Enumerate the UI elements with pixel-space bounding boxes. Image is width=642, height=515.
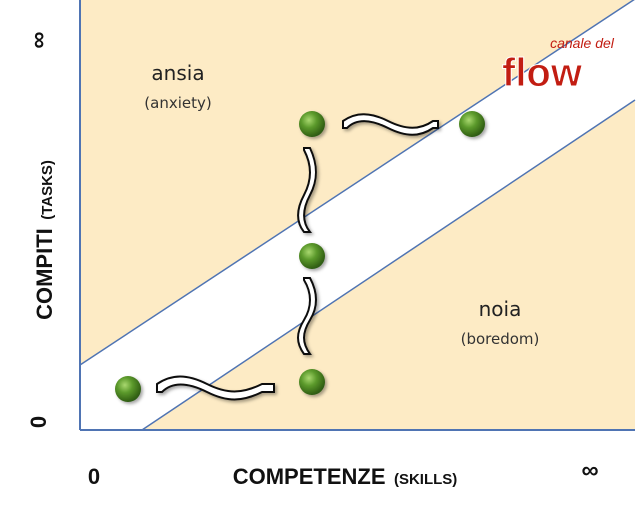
boredom-title: noia xyxy=(479,297,522,321)
boredom-subtitle: (boredom) xyxy=(461,330,540,348)
y-axis-title: COMPITI (TASKS) xyxy=(32,160,57,320)
y-axis-title-main: COMPITI xyxy=(32,228,57,320)
x-axis-title-sub: (SKILLS) xyxy=(394,471,457,488)
anxiety-subtitle: (anxiety) xyxy=(144,94,211,112)
y-axis-title-sub: (TASKS) xyxy=(39,160,56,220)
x-axis-title-main: COMPETENZE xyxy=(233,464,386,489)
connector-bottom xyxy=(156,375,275,401)
connector-top xyxy=(342,113,439,136)
y-axis-infinity: ∞ xyxy=(25,31,52,48)
x-axis-zero: 0 xyxy=(88,464,100,489)
y-axis-zero: 0 xyxy=(26,416,51,428)
flow-channel xyxy=(80,0,635,430)
x-axis-title: COMPETENZE (SKILLS) xyxy=(233,464,458,489)
connector-vertical-upper xyxy=(297,147,317,233)
node-middle xyxy=(299,243,325,269)
node-top-right xyxy=(459,111,485,137)
node-bottom-center xyxy=(299,369,325,395)
channel-upper-border xyxy=(79,0,635,366)
channel-lower-border xyxy=(141,99,636,431)
flow-label-big: flow xyxy=(502,51,583,95)
anxiety-title: ansia xyxy=(151,61,204,85)
x-axis-infinity: ∞ xyxy=(581,457,598,484)
flow-label-small: canale del xyxy=(550,35,615,51)
node-start xyxy=(115,376,141,402)
node-top-left xyxy=(299,111,325,137)
connector-vertical-lower xyxy=(297,277,317,355)
